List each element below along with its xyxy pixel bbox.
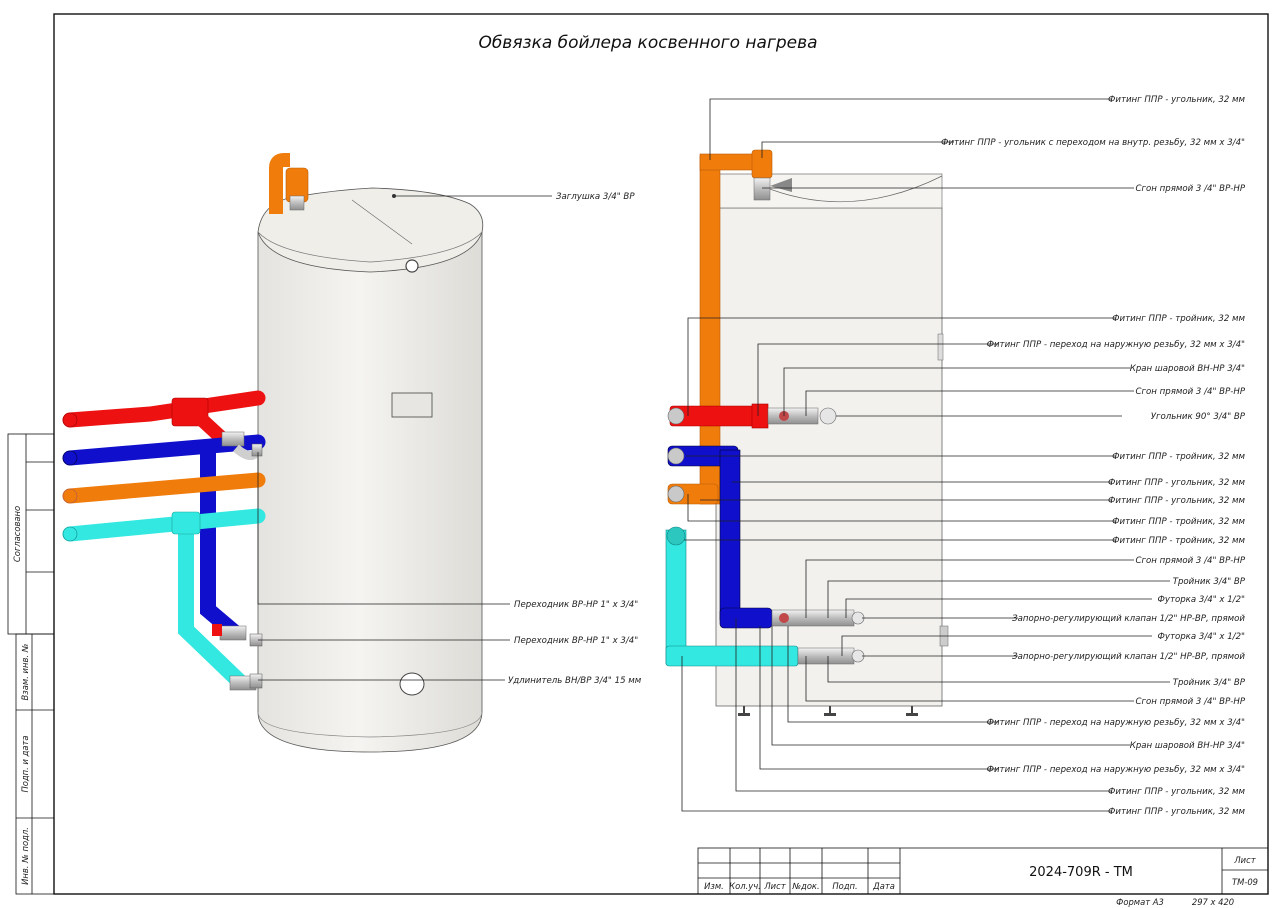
- right-label: Фитинг ППР - угольник, 32 мм: [1108, 95, 1246, 105]
- left-leaders: [257, 195, 552, 681]
- right-label: Тройник 3/4" ВР: [1173, 577, 1246, 587]
- right-label: Фитинг ППР - угольник, 32 мм: [1108, 496, 1246, 506]
- right-label: Фитинг ППР - тройник, 32 мм: [1112, 452, 1245, 462]
- boiler-3d-view: [62, 153, 484, 753]
- side-strip: [7, 433, 55, 895]
- right-label: Угольник 90° 3/4" ВР: [1151, 412, 1246, 422]
- boiler-side-view: [665, 149, 949, 716]
- left-label-1: Переходник ВР-НР 1" х 3/4": [514, 600, 638, 610]
- stamp-col-izm: Изм.: [704, 881, 724, 891]
- right-label: Тройник 3/4" ВР: [1173, 678, 1246, 688]
- left-label-2: Переходник ВР-НР 1" х 3/4": [514, 636, 638, 646]
- right-label: Футорка 3/4" х 1/2": [1157, 632, 1245, 642]
- right-label: Фитинг ППР - тройник, 32 мм: [1112, 314, 1245, 324]
- right-label: Фитинг ППР - переход на наружную резьбу,…: [987, 718, 1245, 728]
- right-label: Запорно-регулирующий клапан 1/2" НР-ВР, …: [1012, 652, 1245, 662]
- left-label-3: Удлинитель ВН/ВР 3/4" 15 мм: [508, 676, 642, 686]
- right-label: Фитинг ППР - тройник, 32 мм: [1112, 517, 1245, 527]
- right-label: Кран шаровой ВН-НР 3/4": [1130, 741, 1245, 751]
- right-label: Сгон прямой 3 /4" ВР-НР: [1136, 697, 1246, 707]
- side-label-inv: Инв. № подл.: [20, 827, 30, 885]
- right-label: Фитинг ППР - переход на наружную резьбу,…: [987, 340, 1245, 350]
- stamp-sheet-value: ТМ-09: [1232, 877, 1258, 887]
- stamp-sheet-label: Лист: [1233, 855, 1256, 865]
- right-label: Сгон прямой 3 /4" ВР-НР: [1136, 387, 1246, 397]
- side-label-agreed: Согласовано: [12, 506, 22, 562]
- right-label: Фитинг ППР - угольник с переходом на вну…: [941, 138, 1245, 148]
- right-label: Фитинг ППР - тройник, 32 мм: [1112, 536, 1245, 546]
- stamp-col-list: Лист: [763, 881, 786, 891]
- left-label-0: Заглушка 3/4" ВР: [556, 192, 635, 202]
- right-label: Запорно-регулирующий клапан 1/2" НР-ВР, …: [1012, 614, 1245, 624]
- right-label: Фитинг ППР - переход на наружную резьбу,…: [987, 765, 1245, 775]
- title-block-columns: Изм. Кол.уч. Лист №док. Подп. Дата: [704, 881, 895, 891]
- right-leaders: [681, 98, 1170, 812]
- side-label-sign: Подп. и дата: [20, 735, 30, 792]
- stamp-size: 297 х 420: [1192, 897, 1234, 907]
- title-block: [697, 847, 1269, 895]
- drawing-title: Обвязка бойлера косвенного нагрева: [478, 33, 817, 53]
- stamp-col-data: Дата: [872, 881, 895, 891]
- right-label: Сгон прямой 3 /4" ВР-НР: [1136, 556, 1246, 566]
- right-label: Сгон прямой 3 /4" ВР-НР: [1136, 184, 1246, 194]
- stamp-code: 2024-709R - ТМ: [1029, 865, 1133, 880]
- stamp-col-kol: Кол.уч.: [729, 881, 761, 891]
- right-label: Футорка 3/4" х 1/2": [1157, 595, 1245, 605]
- stamp-col-podp: Подп.: [832, 881, 857, 891]
- stamp-col-ndok: №док.: [791, 881, 819, 891]
- right-labels: Фитинг ППР - угольник, 32 мм Фитинг ППР …: [941, 95, 1246, 817]
- stamp-format: Формат А3: [1116, 897, 1164, 907]
- right-label: Фитинг ППР - угольник, 32 мм: [1108, 807, 1246, 817]
- side-label-replace: Взам. инв. №: [20, 643, 30, 700]
- right-label: Фитинг ППР - угольник, 32 мм: [1108, 478, 1246, 488]
- right-label: Фитинг ППР - угольник, 32 мм: [1108, 787, 1246, 797]
- right-label: Кран шаровой ВН-НР 3/4": [1130, 364, 1245, 374]
